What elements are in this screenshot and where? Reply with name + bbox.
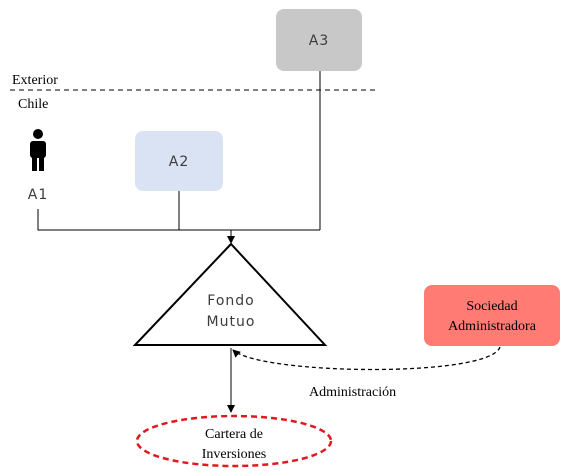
fund-label-line1: Fondo xyxy=(207,293,254,309)
connector-a1 xyxy=(37,209,320,231)
fund-triangle xyxy=(132,242,328,346)
portfolio-ellipse xyxy=(135,414,333,468)
admin-company-line1: Sociedad xyxy=(466,299,517,314)
fund-label-line2: Mutuo xyxy=(207,314,256,330)
administration-label: Administración xyxy=(309,385,396,400)
person-icon xyxy=(30,129,46,171)
admin-company-box xyxy=(424,285,560,346)
portfolio-label-line1: Cartera de xyxy=(205,427,263,442)
admin-company-line2: Administradora xyxy=(448,319,537,334)
chile-region-label: Chile xyxy=(18,97,48,112)
node-a1-label: A1 xyxy=(28,187,48,203)
node-a3-box xyxy=(276,9,362,71)
node-a3-label: A3 xyxy=(309,33,329,49)
node-a2-box xyxy=(135,131,223,191)
exterior-region-label: Exterior xyxy=(12,73,58,88)
node-a2-label: A2 xyxy=(169,154,189,170)
portfolio-label-line2: Inversiones xyxy=(202,447,267,462)
administration-arrow xyxy=(232,346,501,371)
